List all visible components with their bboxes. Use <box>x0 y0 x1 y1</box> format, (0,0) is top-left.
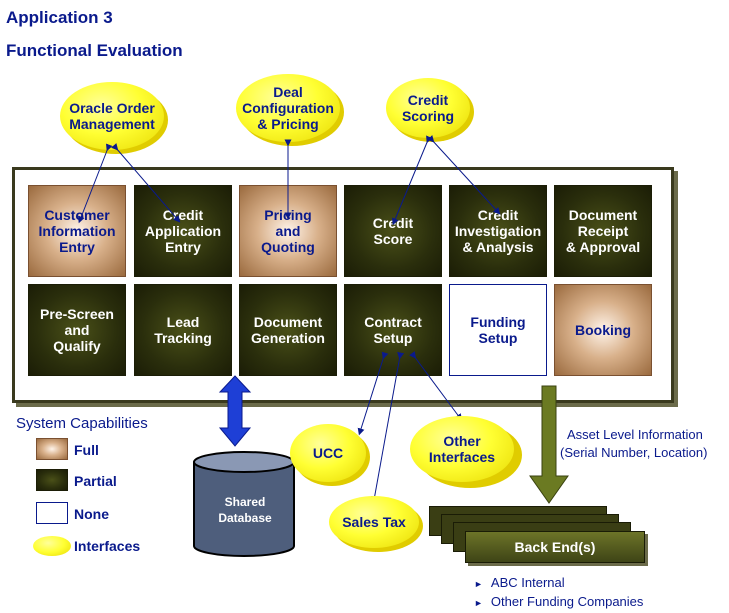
function-booking: Booking <box>554 284 652 376</box>
page-title: Application 3 <box>6 8 113 27</box>
legend-label-none: None <box>74 506 109 522</box>
function-document-generation: Document Generation <box>239 284 337 376</box>
asset-info-line2: (Serial Number, Location) <box>560 445 708 460</box>
interface-label: UCC <box>312 445 344 461</box>
function-credit-application-entry: Credit Application Entry <box>134 185 232 277</box>
interface-other-interfaces: Other Interfaces <box>410 416 514 482</box>
function-credit-score: Credit Score <box>344 185 442 277</box>
bullet-icon: ► <box>474 579 483 589</box>
legend-label-full: Full <box>74 442 99 458</box>
function-contract-setup: Contract Setup <box>344 284 442 376</box>
legend-swatch-partial <box>36 469 68 491</box>
interface-deal-configuration-pricing: Deal Configuration & Pricing <box>236 74 340 142</box>
interface-label: Other Interfaces <box>428 433 496 465</box>
interface-oracle-order-management: Oracle Order Management <box>60 82 164 150</box>
legend-label-interfaces: Interfaces <box>74 538 141 554</box>
interface-label: Deal Configuration & Pricing <box>242 84 334 132</box>
function-customer-information-entry: Customer Information Entry <box>28 185 126 277</box>
function-funding-setup: Funding Setup <box>449 284 547 376</box>
back-end-list: ► ABC Internal ► Other Funding Companies <box>474 574 643 612</box>
legend-swatch-full <box>36 438 68 460</box>
shared-database-label: Shared Database <box>218 495 272 525</box>
bullet-icon: ► <box>474 598 483 608</box>
legend-swatch-none <box>36 502 68 524</box>
interface-label: Oracle Order Management <box>69 100 155 132</box>
function-pricing-and-quoting: Pricing and Quoting <box>239 185 337 277</box>
asset-level-information: Asset Level Information (Serial Number, … <box>560 426 707 462</box>
function-pre-screen-and-qualify: Pre-Screen and Qualify <box>28 284 126 376</box>
legend-swatch-interfaces <box>33 536 71 556</box>
asset-info-line1: Asset Level Information <box>567 427 703 442</box>
interface-sales-tax: Sales Tax <box>329 496 419 548</box>
legend-label-partial: Partial <box>74 473 117 489</box>
function-credit-investigation-analysis: Credit Investigation & Analysis <box>449 185 547 277</box>
back-end-box: Back End(s) <box>465 531 645 563</box>
interface-ucc: UCC <box>290 424 366 482</box>
legend-title: System Capabilities <box>16 415 148 432</box>
interface-label: Sales Tax <box>342 514 406 530</box>
page-subtitle: Functional Evaluation <box>6 41 183 60</box>
back-end-item-label: ABC Internal <box>490 575 565 590</box>
function-document-receipt-approval: Document Receipt & Approval <box>554 185 652 277</box>
back-end-item-label: Other Funding Companies <box>490 594 644 609</box>
list-item: ► ABC Internal <box>474 574 643 593</box>
function-lead-tracking: Lead Tracking <box>134 284 232 376</box>
interface-label: Credit Scoring <box>401 92 455 124</box>
list-item: ► Other Funding Companies <box>474 593 643 612</box>
interface-credit-scoring: Credit Scoring <box>386 78 470 138</box>
